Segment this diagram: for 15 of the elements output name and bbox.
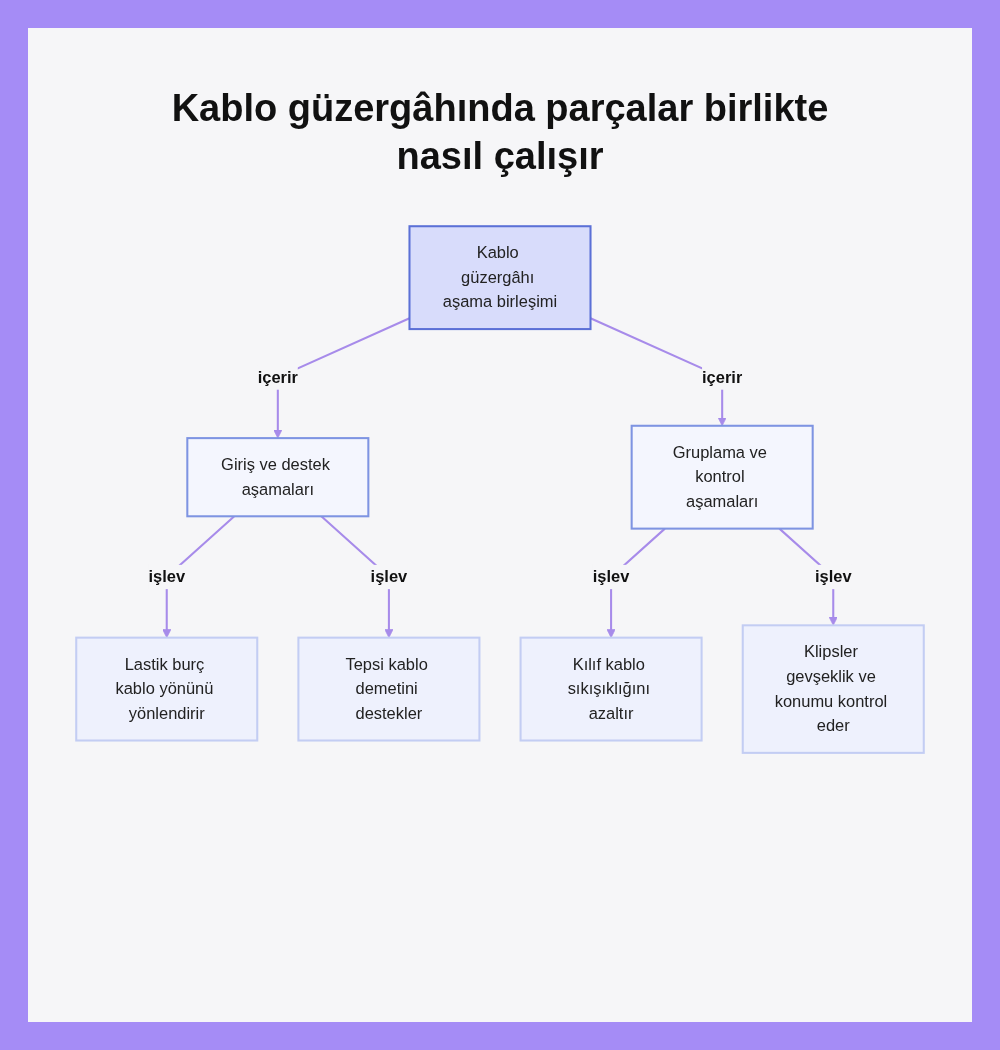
edge-label: işlev bbox=[148, 567, 186, 586]
node-box bbox=[297, 636, 481, 742]
node-box bbox=[630, 424, 814, 530]
diagram-title: Kablo güzergâhında parçalar birlikte nasıl çalışır bbox=[170, 86, 830, 179]
edge-label: işlev bbox=[814, 567, 852, 586]
edge-label: içerir bbox=[702, 368, 743, 386]
edge-label: işlev bbox=[370, 567, 408, 586]
node-box bbox=[408, 225, 592, 331]
node-box bbox=[741, 624, 925, 754]
node-box bbox=[519, 636, 703, 742]
node-box bbox=[186, 437, 370, 518]
edge-label: içerir bbox=[257, 368, 298, 386]
edge-label: işlev bbox=[592, 567, 630, 586]
flowchart: içerir içerir işlev işlev işlev işlev Kablo güzergâhı aşama birleşimi Giriş ve destek aşamaları Gruplama ve kontrol aşamaları Lastik burç kablo yönünü yönlendirir Tepsi kablo demetini destekler Kılıf kablo sıkışıklığını azaltır Klipsler gevşeklik ve konumu kontrol eder bbox=[68, 218, 932, 1008]
node-box bbox=[75, 636, 259, 742]
